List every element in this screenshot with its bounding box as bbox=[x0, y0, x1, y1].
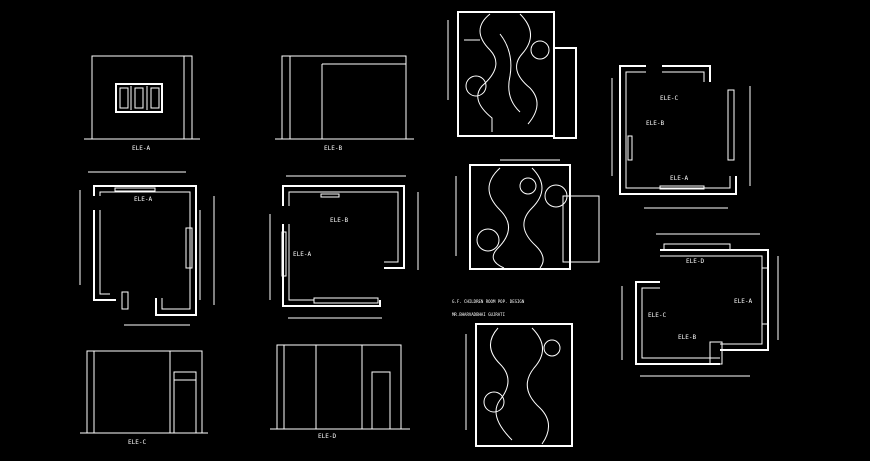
label-plan-rt-top: ELE-C bbox=[660, 95, 678, 102]
plan-right-bottom bbox=[621, 233, 779, 377]
label-plan-rt-bottom: ELE-A bbox=[670, 175, 688, 182]
plan-middle bbox=[269, 175, 419, 319]
label-plan-mid-left: ELE-A bbox=[293, 251, 311, 258]
label-plan-left-top: ELE-A bbox=[134, 196, 152, 203]
label-plan-mid-top: ELE-B bbox=[330, 217, 348, 224]
label-ele-c-bottom: ELE-C bbox=[128, 439, 146, 446]
label-plan-rb-left: ELE-C bbox=[648, 312, 666, 319]
note-design-title: G.F. CHILDREN ROOM POP. DESIGN bbox=[452, 299, 525, 304]
label-ele-b-top: ELE-B bbox=[324, 145, 342, 152]
label-plan-rb-right: ELE-A bbox=[734, 298, 752, 305]
window bbox=[115, 83, 163, 113]
ceiling-plan-bottom bbox=[465, 323, 573, 447]
elevation-b bbox=[275, 55, 414, 140]
label-plan-rb-bottom: ELE-B bbox=[678, 334, 696, 341]
label-ele-d-bottom: ELE-D bbox=[318, 433, 336, 440]
label-plan-rt-left: ELE-B bbox=[646, 120, 664, 127]
note-client: MR.BHARVADBHAI GUJRATI bbox=[452, 312, 506, 317]
elevation-c bbox=[80, 350, 208, 434]
label-plan-rb-top: ELE-D bbox=[686, 258, 704, 265]
plan-right-top bbox=[611, 65, 751, 209]
ceiling-plan-middle bbox=[455, 159, 600, 270]
ceiling-plan-top bbox=[447, 11, 577, 139]
label-ele-a-top: ELE-A bbox=[132, 145, 150, 152]
plan-left bbox=[79, 171, 215, 326]
elevation-d bbox=[270, 344, 410, 430]
elevation-a bbox=[84, 55, 200, 140]
